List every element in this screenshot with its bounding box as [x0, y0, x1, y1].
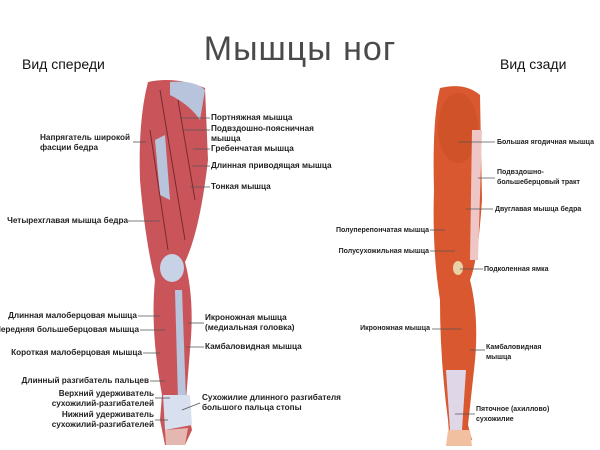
label: Камбаловидная мышца — [486, 344, 542, 361]
label: Икроножная мышца — [360, 325, 430, 332]
label: Полусухожильная мышца — [338, 248, 429, 255]
label: Короткая малоберцовая мышца — [11, 348, 142, 357]
label: Камбаловидная мышца — [205, 342, 302, 351]
label: Большая ягодичная мышца — [497, 139, 594, 146]
label: Икроножная мышца (медиальная головка) — [205, 313, 295, 332]
label: Передняя большеберцовая мышца — [0, 325, 139, 334]
label: Длинная малоберцовая мышца — [8, 311, 137, 320]
label: Полуперепончатая мышца — [336, 227, 429, 234]
label: Четырехглавая мышца бедра — [7, 216, 128, 225]
leader-lines — [128, 117, 495, 421]
front-view-heading: Вид спереди — [22, 56, 105, 72]
label: Нижний удерживатель сухожилий-разгибател… — [51, 410, 154, 429]
label: Верхний удерживатель сухожилий-разгибате… — [51, 389, 154, 408]
label: Пяточное (ахиллово) сухожилие — [476, 406, 550, 423]
label: Гребенчатая мышца — [211, 144, 294, 153]
label: Тонкая мышца — [211, 182, 271, 191]
front-leg-illustration — [139, 80, 208, 445]
label: Подвздошно-поясничная мышца — [211, 124, 314, 143]
label: Подколенная ямка — [484, 266, 549, 273]
page-title: Мышцы ног — [203, 30, 397, 68]
label: Подвздошно-большеберцовый тракт — [497, 169, 580, 186]
label: Длинный разгибатель пальцев — [21, 376, 149, 385]
label: Напрягатель широкой фасции бедра — [40, 133, 131, 152]
back-view-heading: Вид сзади — [500, 56, 567, 72]
label: Двуглавая мышца бедра — [495, 206, 582, 213]
label: Сухожилие длинного разгибателя большого … — [202, 393, 341, 412]
label: Длинная приводящая мышца — [211, 161, 332, 170]
back-leg-illustration — [433, 86, 482, 446]
label: Портняжная мышца — [211, 113, 293, 122]
